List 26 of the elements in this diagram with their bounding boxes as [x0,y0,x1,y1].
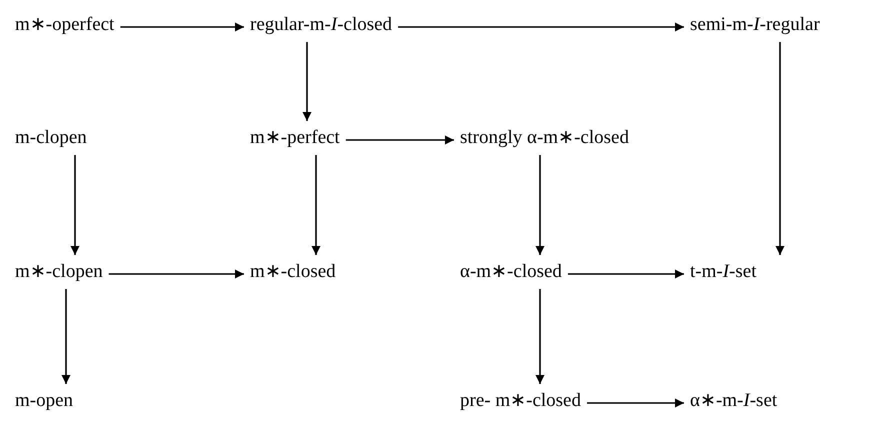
arrow [62,289,70,384]
term-label: m-clopen [15,127,87,149]
arrow [70,155,80,255]
arrow [108,270,244,278]
term-label: α-m∗-closed [460,261,562,283]
term-label: m∗-operfect [15,14,114,36]
arrow [346,136,454,144]
arrow [776,42,784,255]
term-label: pre- m∗-closed [460,390,581,412]
arrow [586,398,684,408]
arrow [120,22,244,32]
arrow [568,270,684,278]
term-label: m∗-closed [250,261,336,283]
term-label: semi-m-I-regular [690,14,820,36]
arrow [536,155,544,255]
term-label: α∗-m-I-set [690,390,778,412]
term-label: t-m-I-set [690,261,756,283]
term-label: regular-m-I-closed [250,14,392,36]
term-label: m-open [15,390,74,412]
arrow [312,155,320,255]
term-label: strongly α-m∗-closed [460,127,629,149]
arrow [398,22,684,32]
term-label: m∗-clopen [15,261,103,283]
term-label: m∗-perfect [250,127,340,149]
arrow [302,42,312,121]
arrow [536,289,544,384]
